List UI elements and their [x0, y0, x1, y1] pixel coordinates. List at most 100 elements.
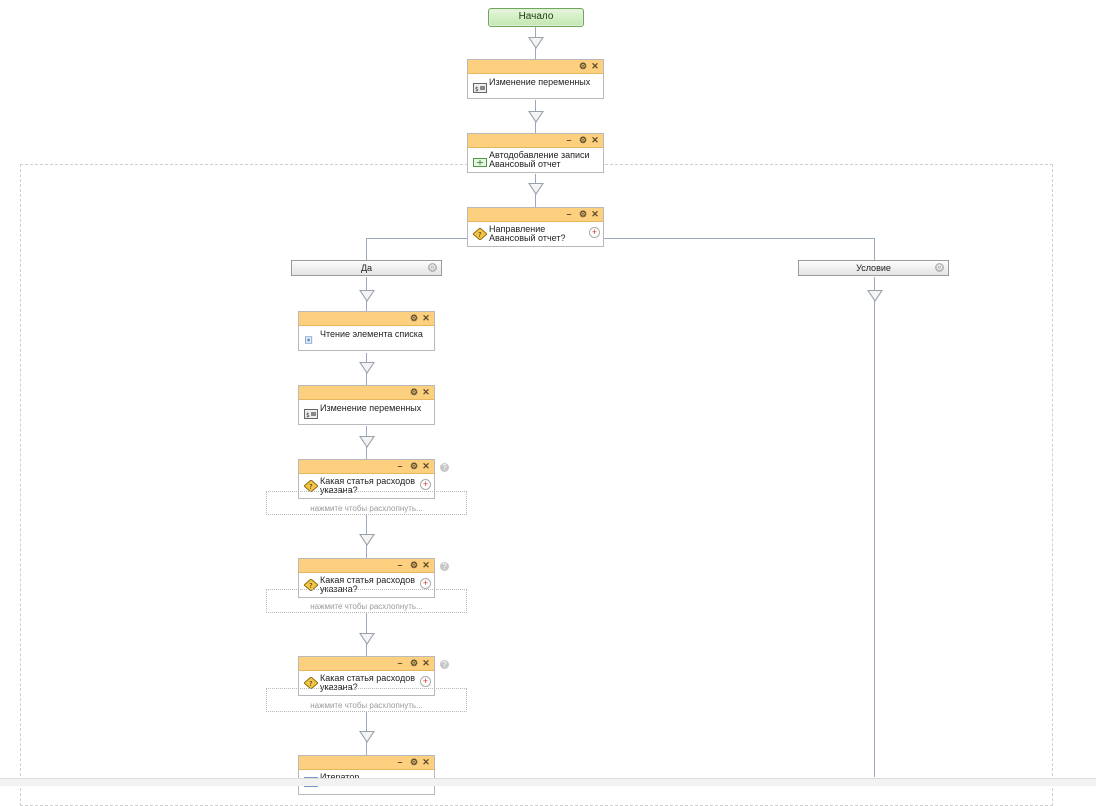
svg-text:?: ?: [309, 680, 313, 688]
decision-node-expense-item-3[interactable]: – ⚙ ✕ ? Какая статья расходов указана? +: [298, 656, 435, 696]
expand-hint: нажмите чтобы расхлопнуть...: [310, 504, 423, 513]
decision-icon: ?: [304, 579, 318, 591]
settings-icon[interactable]: ⚙: [409, 658, 419, 668]
settings-icon[interactable]: ⚙: [409, 757, 419, 767]
add-record-icon: [473, 158, 487, 167]
node-label: Изменение переменных: [320, 403, 422, 413]
close-icon[interactable]: ✕: [422, 461, 430, 471]
help-icon[interactable]: ?: [440, 562, 449, 571]
expand-placeholder[interactable]: нажмите чтобы расхлопнуть...: [266, 491, 467, 515]
flow-arrow: [359, 362, 375, 374]
activity-node-auto-add-record[interactable]: – ⚙ ✕ Автодобавление записи Авансовый от…: [467, 133, 604, 173]
start-node[interactable]: Начало: [488, 8, 584, 27]
horizontal-scrollbar[interactable]: [0, 778, 1096, 786]
settings-icon[interactable]: ⚙: [578, 209, 588, 219]
node-label: Изменение переменных: [489, 77, 591, 87]
settings-icon[interactable]: ⚙: [578, 61, 588, 71]
connector: [366, 238, 367, 260]
decision-node-advance-report-direction[interactable]: – ⚙ ✕ ? Направление Авансовый отчет? +: [467, 207, 604, 247]
help-icon[interactable]: ?: [440, 463, 449, 472]
flow-arrow: [867, 290, 883, 302]
close-icon[interactable]: ✕: [591, 61, 599, 71]
node-header[interactable]: ⚙ ✕: [299, 386, 434, 400]
flow-arrow: [359, 290, 375, 302]
svg-text:?: ?: [309, 582, 313, 590]
variables-icon: $: [473, 83, 487, 93]
node-label: Направление Авансовый отчет?: [489, 224, 566, 243]
settings-icon[interactable]: ⚙: [409, 387, 419, 397]
activity-node-iterator[interactable]: – ⚙ ✕ Итератор: [298, 755, 435, 795]
add-branch-button[interactable]: +: [420, 479, 431, 490]
node-label: Автодобавление записи Авансовый отчет: [489, 150, 590, 169]
activity-node-read-list-item[interactable]: ⚙ ✕ Чтение элемента списка: [298, 311, 435, 351]
settings-icon[interactable]: ⚙: [409, 313, 419, 323]
activity-node-change-variables[interactable]: ⚙ ✕ $ Изменение переменных: [467, 59, 604, 99]
decision-node-expense-item-2[interactable]: – ⚙ ✕ ? Какая статья расходов указана? +: [298, 558, 435, 598]
node-label: Какая статья расходов указана?: [320, 673, 416, 692]
node-label: Какая статья расходов указана?: [320, 476, 416, 495]
node-label: Чтение элемента списка: [320, 329, 423, 339]
decision-node-expense-item-1[interactable]: – ⚙ ✕ ? Какая статья расходов указана? +: [298, 459, 435, 499]
close-icon[interactable]: ✕: [422, 560, 430, 570]
settings-icon[interactable]: ⚙: [578, 135, 588, 145]
expand-hint: нажмите чтобы расхлопнуть...: [310, 701, 423, 710]
decision-icon: ?: [304, 480, 318, 492]
start-node-label: Начало: [518, 11, 554, 22]
decision-icon: ?: [473, 228, 487, 240]
minimize-icon[interactable]: –: [397, 658, 403, 668]
node-header[interactable]: – ⚙ ✕: [299, 460, 434, 474]
minimize-icon[interactable]: –: [566, 135, 572, 145]
activity-node-change-variables-2[interactable]: ⚙ ✕ $ Изменение переменных: [298, 385, 435, 425]
help-icon[interactable]: ?: [440, 660, 449, 669]
connector: [366, 238, 874, 239]
minimize-icon[interactable]: –: [397, 461, 403, 471]
close-icon[interactable]: ✕: [591, 209, 599, 219]
svg-text:?: ?: [478, 231, 482, 239]
add-branch-button[interactable]: +: [589, 227, 600, 238]
node-header[interactable]: – ⚙ ✕: [468, 208, 603, 222]
node-header[interactable]: ⚙ ✕: [299, 312, 434, 326]
node-header[interactable]: – ⚙ ✕: [299, 657, 434, 671]
svg-text:?: ?: [309, 483, 313, 491]
close-icon[interactable]: ✕: [422, 313, 430, 323]
node-header[interactable]: – ⚙ ✕: [299, 756, 434, 770]
close-icon[interactable]: ✕: [422, 658, 430, 668]
settings-icon[interactable]: ⚙: [428, 263, 437, 272]
close-icon[interactable]: ✕: [422, 387, 430, 397]
settings-icon[interactable]: ⚙: [935, 263, 944, 272]
close-icon[interactable]: ✕: [422, 757, 430, 767]
svg-text:$: $: [306, 412, 310, 419]
expand-hint: нажмите чтобы расхлопнуть...: [310, 602, 423, 611]
branch-label: Условие: [856, 263, 891, 273]
branch-label: Да: [360, 263, 373, 273]
connector: [874, 238, 875, 260]
minimize-icon[interactable]: –: [397, 560, 403, 570]
add-branch-button[interactable]: +: [420, 578, 431, 589]
flow-arrow: [528, 183, 544, 195]
flow-arrow: [359, 436, 375, 448]
node-header[interactable]: ⚙ ✕: [468, 60, 603, 74]
expand-placeholder[interactable]: нажмите чтобы расхлопнуть...: [266, 589, 467, 613]
expand-placeholder[interactable]: нажмите чтобы расхлопнуть...: [266, 688, 467, 712]
settings-icon[interactable]: ⚙: [409, 461, 419, 471]
flow-arrow: [359, 534, 375, 546]
flow-arrow: [528, 37, 544, 49]
node-label: Итератор: [320, 772, 360, 782]
close-icon[interactable]: ✕: [591, 135, 599, 145]
read-list-item-icon: [305, 336, 313, 344]
variables-icon: $: [304, 409, 318, 419]
node-header[interactable]: – ⚙ ✕: [299, 559, 434, 573]
minimize-icon[interactable]: –: [566, 209, 572, 219]
minimize-icon[interactable]: –: [397, 757, 403, 767]
decision-icon: ?: [304, 677, 318, 689]
branch-yes[interactable]: Да ⚙: [291, 260, 442, 276]
connector: [874, 277, 875, 777]
add-branch-button[interactable]: +: [420, 676, 431, 687]
flow-arrow: [359, 633, 375, 645]
flow-arrow: [359, 731, 375, 743]
flow-arrow: [528, 111, 544, 123]
settings-icon[interactable]: ⚙: [409, 560, 419, 570]
svg-text:$: $: [475, 86, 479, 93]
branch-condition[interactable]: Условие ⚙: [798, 260, 949, 276]
node-header[interactable]: – ⚙ ✕: [468, 134, 603, 148]
